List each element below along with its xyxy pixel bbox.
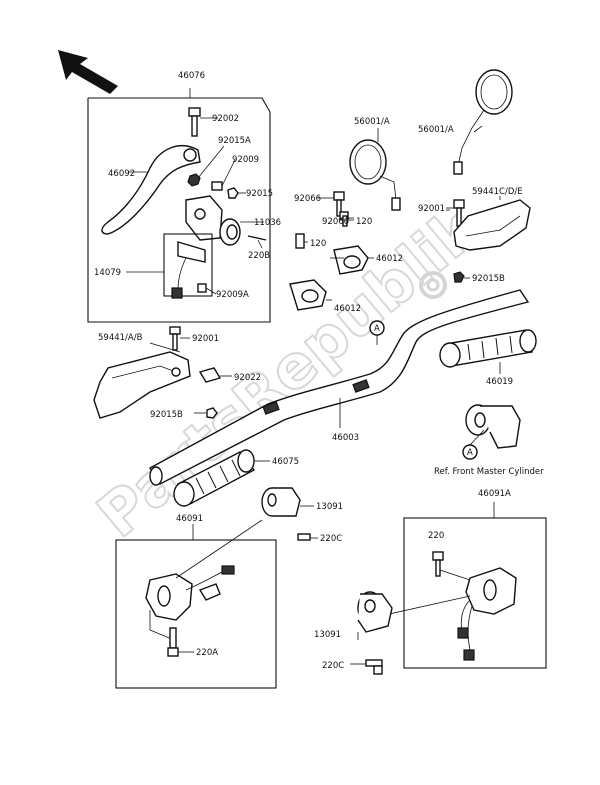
part-labels: 46076 92002 92015A 46092 92009 92015 110… bbox=[94, 71, 544, 671]
cover-59441AB bbox=[93, 342, 191, 419]
nut-92015B-left bbox=[194, 407, 218, 419]
grip-46019 bbox=[439, 329, 537, 374]
switch-box-46091 bbox=[115, 524, 277, 689]
leader-lines bbox=[330, 209, 450, 259]
label-46012-upper: 46012 bbox=[376, 254, 403, 264]
label-120-a: 120 bbox=[356, 217, 372, 227]
switch-box-46091A bbox=[403, 502, 547, 669]
label-46012-lower: 46012 bbox=[334, 304, 361, 314]
bolt-92001-left bbox=[169, 326, 190, 351]
label-92022: 92022 bbox=[234, 373, 261, 383]
bolt-92066-a bbox=[318, 191, 345, 217]
label-92009: 92009 bbox=[232, 155, 259, 165]
label-92015A-top: 92015A bbox=[218, 136, 251, 146]
screw-92015 bbox=[227, 187, 246, 199]
lever-assembly-box bbox=[87, 88, 271, 323]
washer-120-a bbox=[295, 233, 308, 249]
label-ref-master-cylinder: Ref. Front Master Cylinder bbox=[434, 467, 544, 477]
label-ref-a-bottom: A bbox=[467, 448, 473, 458]
holder-46012-lower bbox=[289, 279, 332, 311]
label-220C-bottom: 220C bbox=[322, 661, 344, 671]
label-220: 220 bbox=[428, 531, 444, 541]
label-46091A: 46091A bbox=[478, 489, 511, 499]
label-46092: 46092 bbox=[108, 169, 135, 179]
screw-220 bbox=[432, 551, 471, 581]
screw-220C-bottom bbox=[350, 659, 383, 675]
bolt-92002 bbox=[188, 107, 218, 137]
housing-13091-bottom bbox=[357, 591, 393, 640]
label-92015B-left: 92015B bbox=[150, 410, 183, 420]
label-59441AB: 59441/A/B bbox=[98, 333, 143, 343]
clip-92022 bbox=[198, 367, 232, 383]
nut-92015A bbox=[187, 145, 225, 187]
label-ref-a-top: A bbox=[374, 324, 380, 334]
label-92066-a: 92066 bbox=[294, 194, 321, 204]
switch-housing-right bbox=[379, 567, 517, 661]
label-46076: 46076 bbox=[178, 71, 205, 81]
switch-14079 bbox=[126, 233, 213, 299]
label-220B: 220B bbox=[248, 251, 270, 261]
screw-220C-top bbox=[297, 533, 318, 541]
label-92066-b: 92066 bbox=[322, 217, 349, 227]
label-92015B-right: 92015B bbox=[472, 274, 505, 284]
screw-92009 bbox=[211, 159, 236, 191]
label-92002: 92002 bbox=[212, 114, 239, 124]
housing-13091-top bbox=[261, 487, 314, 517]
label-13091-bottom: 13091 bbox=[314, 630, 341, 640]
nut-92015B-right bbox=[453, 271, 470, 283]
label-92001-left: 92001 bbox=[192, 334, 219, 344]
master-cylinder-reference bbox=[465, 404, 521, 449]
screw-220B bbox=[247, 235, 267, 249]
label-220C-top: 220C bbox=[320, 534, 342, 544]
label-220A: 220A bbox=[196, 648, 218, 658]
label-92009A: 92009A bbox=[216, 290, 249, 300]
label-92001-right: 92001 bbox=[418, 204, 445, 214]
label-11036: 11036 bbox=[254, 218, 281, 228]
label-56001A-left: 56001/A bbox=[354, 117, 390, 127]
screw-92009A bbox=[197, 283, 217, 295]
label-92015: 92015 bbox=[246, 189, 273, 199]
cover-59441CDE bbox=[453, 196, 531, 251]
mirror-56001A-left bbox=[349, 128, 401, 211]
holder-46012-upper bbox=[333, 245, 374, 275]
mirror-56001A-right bbox=[453, 69, 513, 175]
lever-46092 bbox=[101, 145, 201, 235]
label-120-b: 120 bbox=[310, 239, 326, 249]
label-56001A-right: 56001/A bbox=[418, 125, 454, 135]
label-46019: 46019 bbox=[486, 377, 513, 387]
label-59441CDE: 59441C/D/E bbox=[472, 187, 523, 197]
front-direction-arrow bbox=[58, 50, 118, 94]
label-13091-top: 13091 bbox=[316, 502, 343, 512]
switch-housing-left bbox=[145, 519, 263, 641]
lever-holder-11036 bbox=[185, 195, 264, 246]
screw-220A bbox=[167, 627, 194, 657]
washer-120-b bbox=[342, 215, 354, 227]
grip-46075 bbox=[173, 449, 270, 507]
handlebar-46003 bbox=[149, 289, 530, 486]
label-46003: 46003 bbox=[332, 433, 359, 443]
label-46075: 46075 bbox=[272, 457, 299, 467]
reference-marker-a-top bbox=[369, 320, 385, 345]
label-14079: 14079 bbox=[94, 268, 121, 278]
label-46091: 46091 bbox=[176, 514, 203, 524]
